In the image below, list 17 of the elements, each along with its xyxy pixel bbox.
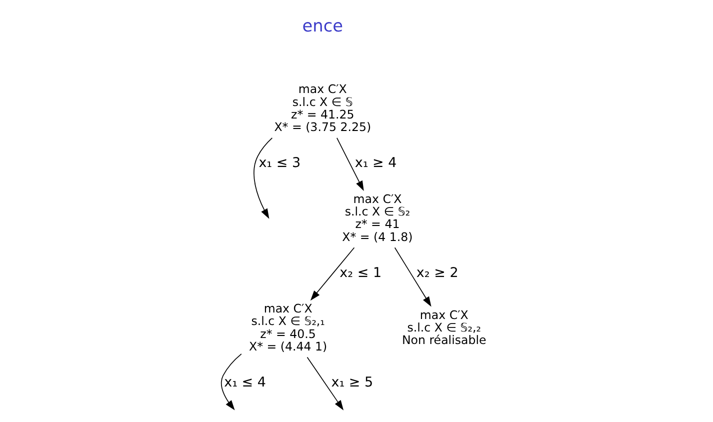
edge-label: x₂ ≥ 2 xyxy=(416,264,458,281)
arrow xyxy=(220,354,242,410)
node-text: max C′X s.l.c X ∈ 𝕊₂ z* = 41 X* = (4 1.8) xyxy=(342,192,412,244)
label: ence xyxy=(302,15,342,36)
edge-label: x₂ ≤ 1 xyxy=(339,264,382,281)
arrow xyxy=(394,247,431,307)
arrow xyxy=(336,138,364,192)
edge-label: x₁ ≥ 5 xyxy=(330,374,373,390)
arrow xyxy=(253,138,272,219)
arrow xyxy=(310,247,354,301)
edge-label: x₁ ≥ 4 xyxy=(354,155,396,172)
node-text: max C′X s.l.c X ∈ 𝕊 z* = 41.25 X* = (3.75 2.25) xyxy=(274,82,371,134)
edge-label: x₁ ≤ 3 xyxy=(258,155,300,172)
edge-label: x₁ ≤ 4 xyxy=(224,374,266,390)
arrow xyxy=(306,356,344,410)
node-text: max C′X s.l.c X ∈ 𝕊₂,₁ z* = 40.5 X* = (4.44 1) xyxy=(248,302,327,354)
node-text: max C′X s.l.c X ∈ 𝕊₂,₂ Non réalisable xyxy=(401,308,486,348)
